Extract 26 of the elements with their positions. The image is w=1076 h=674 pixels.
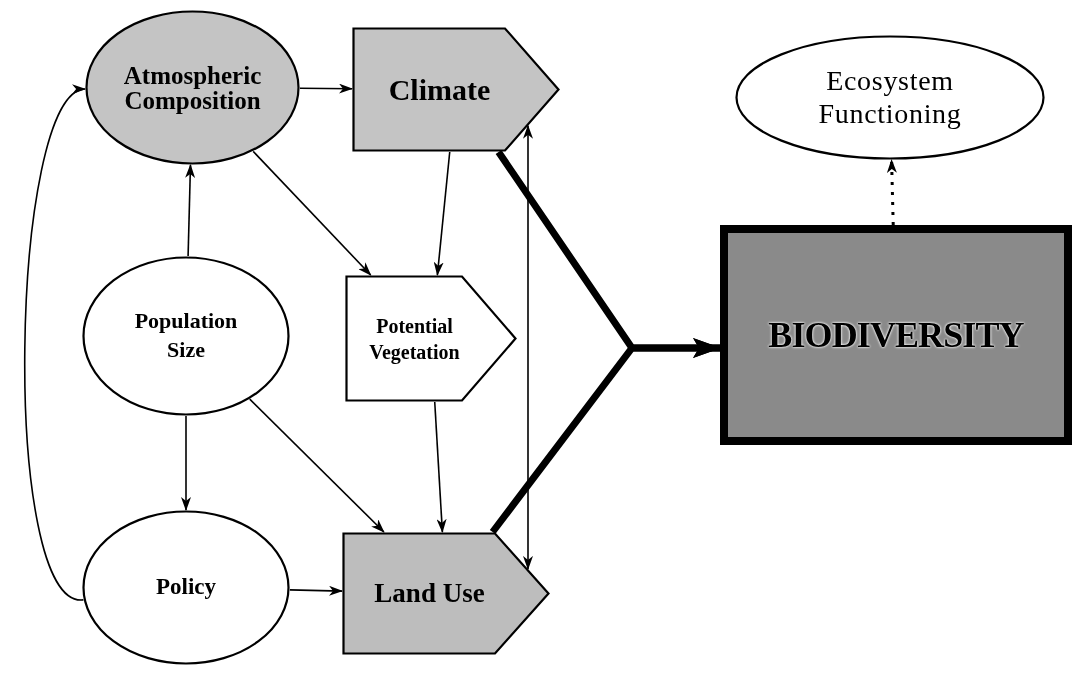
ellipse-node xyxy=(85,10,300,165)
pentagon-node xyxy=(345,275,517,402)
ellipse-node xyxy=(82,510,290,665)
arrow xyxy=(185,163,196,257)
node-label: Climate xyxy=(388,72,491,108)
pentagon-node xyxy=(342,532,550,655)
ellipse-node xyxy=(735,35,1045,160)
node-label: Potential Vegetation xyxy=(368,313,461,365)
node-label: BIODIVERSITY xyxy=(768,314,1024,357)
pentagon-node xyxy=(352,27,560,152)
arrow xyxy=(252,150,372,276)
arrow xyxy=(181,415,191,511)
box-node xyxy=(720,225,1072,445)
arrow xyxy=(248,398,385,533)
arrow xyxy=(433,151,451,276)
arrow xyxy=(299,83,353,94)
node-label: Policy xyxy=(155,573,216,602)
node-label: Population Size xyxy=(133,307,239,364)
node-label: Atmospheric Composition xyxy=(122,62,263,113)
arrow xyxy=(433,401,447,533)
node-label: Land Use xyxy=(374,577,485,611)
node-label: Ecosystem Functioning xyxy=(817,65,963,130)
thick-arrow xyxy=(489,338,721,535)
ellipse-node xyxy=(82,256,290,416)
arrow xyxy=(289,585,343,596)
dotted-arrow xyxy=(886,158,897,226)
